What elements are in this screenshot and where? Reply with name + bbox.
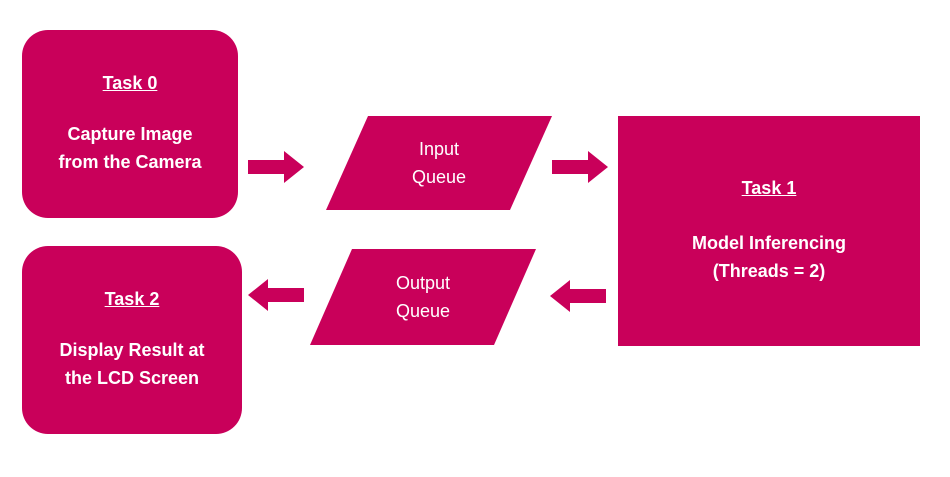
task-1-box: Task 1 Model Inferencing (Threads = 2) bbox=[618, 116, 920, 346]
task-2-line-1: Display Result at bbox=[59, 339, 205, 360]
task-2-description: Display Result at the LCD Screen bbox=[59, 336, 204, 392]
task-2-line-2: the LCD Screen bbox=[64, 367, 200, 388]
task-0-line-2: from the Camera bbox=[58, 151, 202, 172]
output-queue-shape: Output Queue bbox=[310, 249, 536, 345]
output-queue-line-1: Output bbox=[395, 273, 451, 293]
arrow-left-icon bbox=[248, 279, 304, 311]
task-0-description: Capture Image from the Camera bbox=[58, 120, 201, 176]
arrow-right-icon bbox=[552, 151, 608, 183]
input-queue-line-2: Queue bbox=[411, 167, 467, 187]
task-1-title: Task 1 bbox=[741, 177, 797, 198]
input-queue-line-1: Input bbox=[418, 139, 460, 159]
task-1-line-2: (Threads = 2) bbox=[712, 260, 826, 281]
parallelogram-icon bbox=[310, 249, 536, 345]
input-queue-shape: Input Queue bbox=[326, 116, 552, 210]
output-queue-line-2: Queue bbox=[395, 301, 451, 321]
arrow-left-icon bbox=[550, 280, 606, 312]
output-queue-label: Output Queue bbox=[310, 249, 536, 345]
task-0-title: Task 0 bbox=[102, 72, 158, 93]
arrow-right-icon bbox=[248, 151, 304, 183]
task-1-line-1: Model Inferencing bbox=[691, 232, 846, 253]
task-0-box: Task 0 Capture Image from the Camera bbox=[22, 30, 238, 218]
task-1-description: Model Inferencing (Threads = 2) bbox=[692, 229, 846, 285]
task-0-line-1: Capture Image bbox=[67, 123, 193, 144]
input-queue-label: Input Queue bbox=[326, 116, 552, 210]
task-2-box: Task 2 Display Result at the LCD Screen bbox=[22, 246, 242, 434]
task-2-title: Task 2 bbox=[104, 288, 160, 309]
parallelogram-icon bbox=[326, 116, 552, 210]
